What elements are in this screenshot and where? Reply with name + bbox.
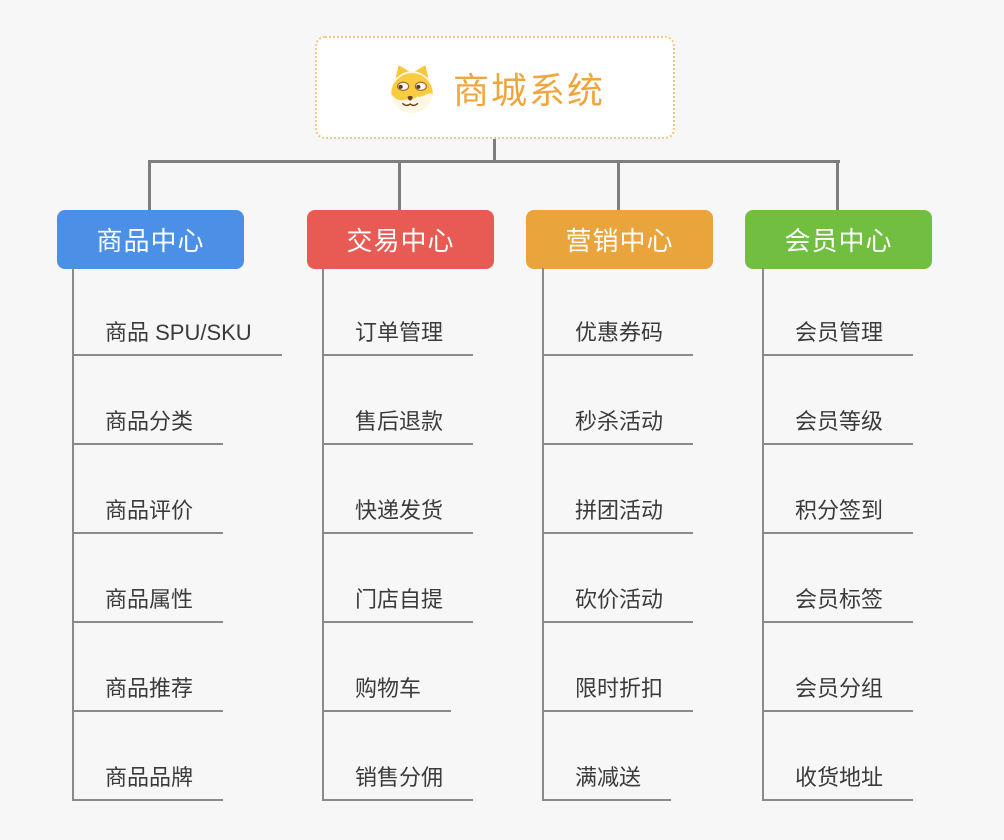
leaf-node[interactable]: 收货地址 bbox=[762, 760, 914, 801]
leaf-node[interactable]: 商品品牌 bbox=[72, 760, 224, 801]
leaf-node[interactable]: 会员分组 bbox=[762, 671, 914, 712]
branch-line bbox=[762, 268, 764, 801]
leaf-node[interactable]: 商品评价 bbox=[72, 493, 224, 534]
leaf-node[interactable]: 限时折扣 bbox=[542, 671, 694, 712]
leaf-node[interactable]: 会员标签 bbox=[762, 582, 914, 623]
leaf-node[interactable]: 商品 SPU/SKU bbox=[72, 315, 282, 356]
leaf-node[interactable]: 门店自提 bbox=[322, 582, 474, 623]
leaf-node[interactable]: 砍价活动 bbox=[542, 582, 694, 623]
leaf-node[interactable]: 订单管理 bbox=[322, 315, 474, 356]
connector-drop-4 bbox=[836, 162, 839, 210]
connector-root-stem bbox=[493, 139, 496, 162]
branch-node-marketing-center[interactable]: 营销中心 bbox=[526, 210, 713, 269]
branch-line bbox=[72, 268, 74, 801]
leaf-node[interactable]: 满减送 bbox=[542, 760, 672, 801]
branch-items-marketing-center: 优惠券码 秒杀活动 拼团活动 砍价活动 限时折扣 满减送 bbox=[542, 268, 792, 802]
leaf-node[interactable]: 积分签到 bbox=[762, 493, 914, 534]
branch-items-member-center: 会员管理 会员等级 积分签到 会员标签 会员分组 收货地址 bbox=[762, 268, 1004, 802]
connector-drop-1 bbox=[148, 162, 151, 210]
branch-items-trade-center: 订单管理 售后退款 快递发货 门店自提 购物车 销售分佣 bbox=[322, 268, 572, 802]
leaf-node[interactable]: 会员等级 bbox=[762, 404, 914, 445]
branch-node-product-center[interactable]: 商品中心 bbox=[57, 210, 244, 269]
branch-line bbox=[542, 268, 544, 801]
leaf-node[interactable]: 快递发货 bbox=[322, 493, 474, 534]
leaf-node[interactable]: 销售分佣 bbox=[322, 760, 474, 801]
branch-items-product-center: 商品 SPU/SKU 商品分类 商品评价 商品属性 商品推荐 商品品牌 bbox=[72, 268, 322, 802]
leaf-node[interactable]: 会员管理 bbox=[762, 315, 914, 356]
connector-drop-2 bbox=[398, 162, 401, 210]
leaf-node[interactable]: 商品推荐 bbox=[72, 671, 224, 712]
doge-icon bbox=[390, 64, 434, 113]
leaf-node[interactable]: 拼团活动 bbox=[542, 493, 694, 534]
leaf-node[interactable]: 购物车 bbox=[322, 671, 452, 712]
branch-node-trade-center[interactable]: 交易中心 bbox=[307, 210, 494, 269]
connector-bus bbox=[148, 160, 840, 163]
leaf-node[interactable]: 商品分类 bbox=[72, 404, 224, 445]
leaf-node[interactable]: 优惠券码 bbox=[542, 315, 694, 356]
root-title: 商城系统 bbox=[452, 69, 605, 111]
root-node[interactable]: 商城系统 bbox=[315, 36, 675, 139]
branch-line bbox=[322, 268, 324, 801]
leaf-node[interactable]: 售后退款 bbox=[322, 404, 474, 445]
leaf-node[interactable]: 商品属性 bbox=[72, 582, 224, 623]
branch-node-member-center[interactable]: 会员中心 bbox=[745, 210, 932, 269]
leaf-node[interactable]: 秒杀活动 bbox=[542, 404, 694, 445]
connector-drop-3 bbox=[617, 162, 620, 210]
